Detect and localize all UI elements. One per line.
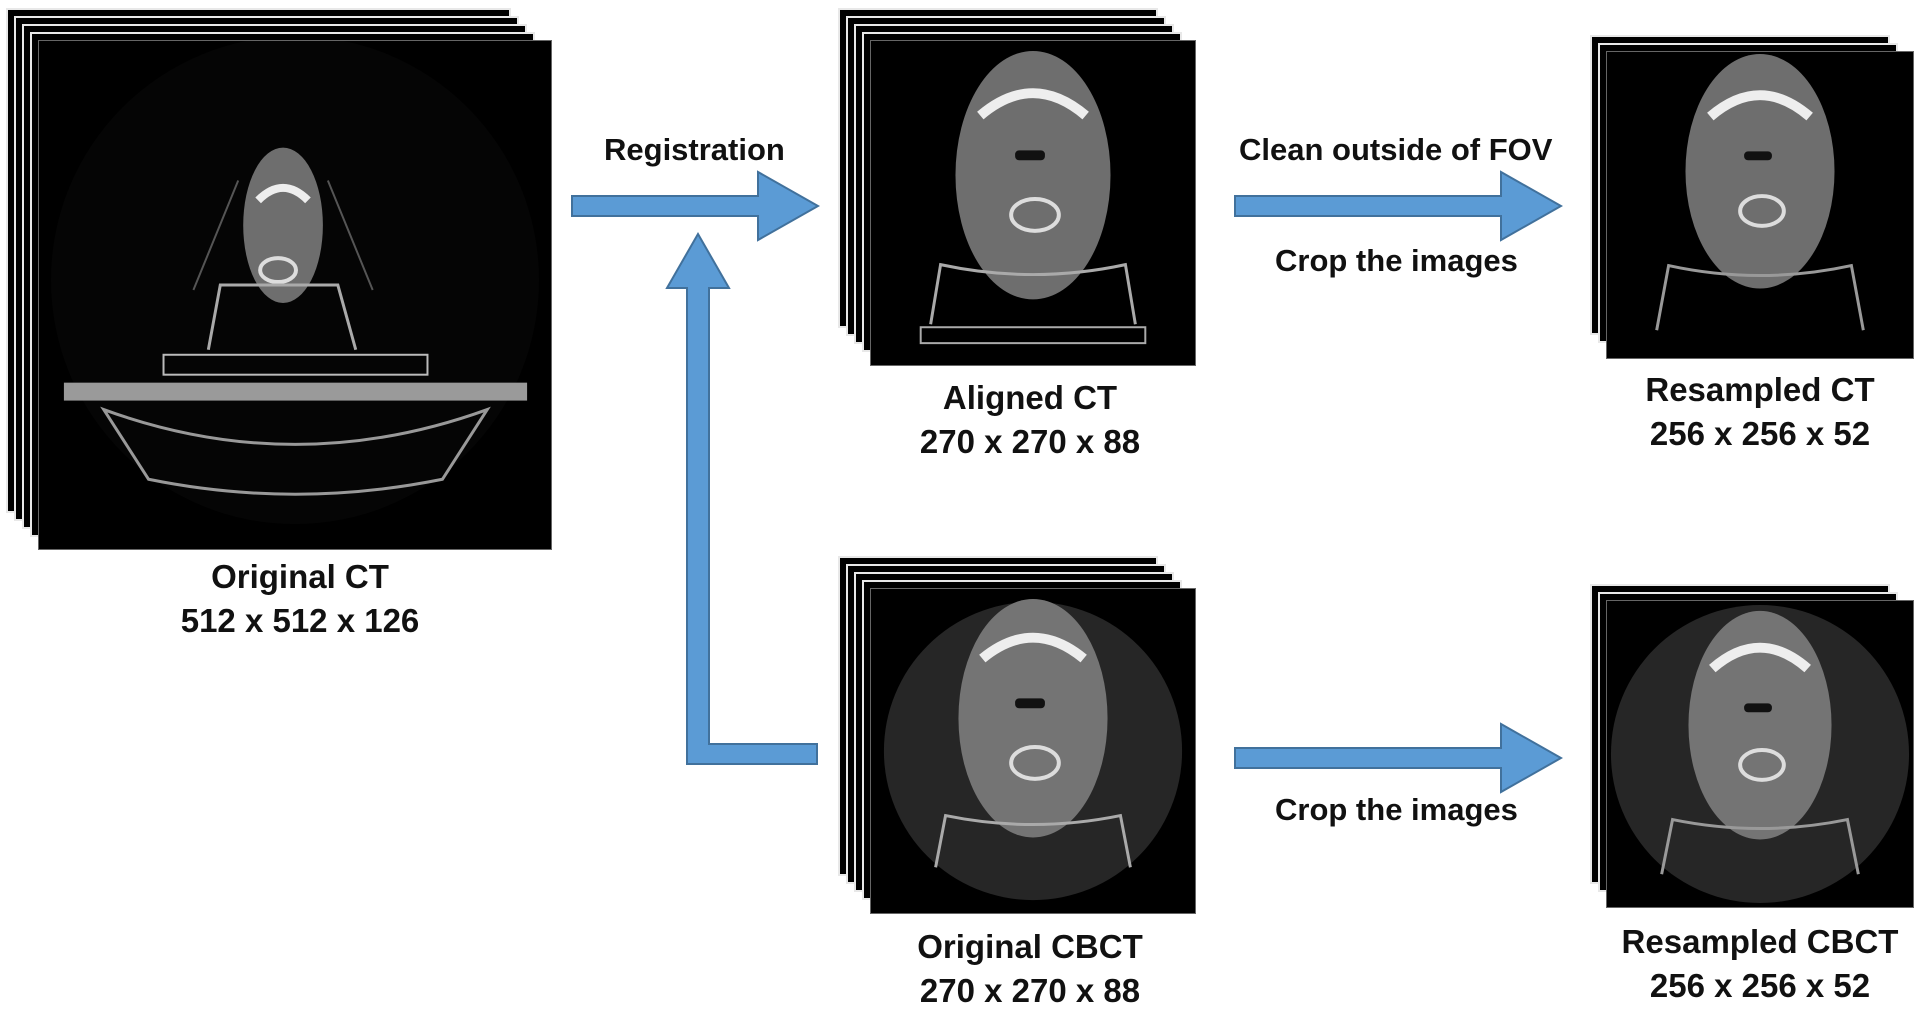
resampled-ct-caption: Resampled CT 256 x 256 x 52	[1590, 368, 1920, 456]
resampled-cbct-title: Resampled CBCT	[1621, 923, 1899, 960]
original-ct-caption: Original CT 512 x 512 x 126	[120, 555, 480, 643]
aligned-ct-title: Aligned CT	[942, 379, 1118, 416]
resampled-cbct-scan-image	[1606, 600, 1914, 908]
aligned-ct-scan-image	[870, 40, 1196, 366]
original-ct-title: Original CT	[211, 558, 389, 595]
resampled-ct-dims: 256 x 256 x 52	[1649, 415, 1871, 452]
resampled-ct-stack	[1590, 35, 1915, 360]
aligned-ct-dims: 270 x 270 x 88	[919, 423, 1141, 460]
original-cbct-title: Original CBCT	[917, 928, 1143, 965]
original-cbct-scan-image	[870, 588, 1196, 914]
cbct-to-registration-arrow	[665, 232, 818, 765]
clean-crop-ct-arrow	[1234, 170, 1563, 242]
original-ct-dims: 512 x 512 x 126	[180, 602, 420, 639]
crop-cbct-arrow	[1234, 722, 1563, 794]
original-cbct-caption: Original CBCT 270 x 270 x 88	[860, 925, 1200, 1013]
crop-images-top-label: Crop the images	[1275, 243, 1518, 278]
resampled-cbct-caption: Resampled CBCT 256 x 256 x 52	[1590, 920, 1920, 1008]
original-cbct-stack	[838, 556, 1198, 914]
crop-images-bottom-label: Crop the images	[1275, 792, 1518, 827]
aligned-ct-stack	[838, 8, 1198, 366]
clean-fov-label: Clean outside of FOV	[1239, 132, 1553, 167]
original-cbct-dims: 270 x 270 x 88	[919, 972, 1141, 1009]
resampled-cbct-stack	[1590, 584, 1915, 909]
resampled-cbct-dims: 256 x 256 x 52	[1649, 967, 1871, 1004]
original-ct-stack	[6, 8, 552, 550]
registration-label: Registration	[604, 132, 785, 167]
aligned-ct-caption: Aligned CT 270 x 270 x 88	[860, 376, 1200, 464]
resampled-ct-scan-image	[1606, 51, 1914, 359]
resampled-ct-title: Resampled CT	[1645, 371, 1875, 408]
registration-arrow	[571, 170, 820, 242]
original-ct-scan-image	[38, 40, 552, 550]
